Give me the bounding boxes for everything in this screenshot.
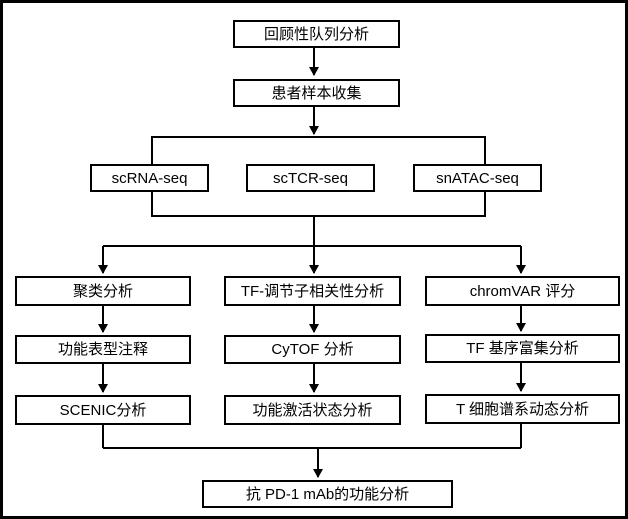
node-t-cell-lineage-dynamics: T 细胞谱系动态分析: [425, 394, 620, 424]
node-functional-phenotype-annotation: 功能表型注释: [15, 335, 191, 364]
node-tf-regulon-correlation: TF-调节子相关性分析: [224, 276, 401, 306]
node-scenic-analysis: SCENIC分析: [15, 395, 191, 425]
node-sctcr-seq: scTCR-seq: [246, 164, 375, 192]
node-snatac-seq: snATAC-seq: [413, 164, 542, 192]
node-scrna-seq: scRNA-seq: [90, 164, 209, 192]
node-clustering: 聚类分析: [15, 276, 191, 306]
node-cytof-analysis: CyTOF 分析: [224, 335, 401, 364]
node-tf-motif-enrichment: TF 基序富集分析: [425, 334, 620, 363]
node-functional-activation-state: 功能激活状态分析: [224, 395, 401, 425]
node-retrospective-cohort: 回顾性队列分析: [233, 20, 400, 48]
node-chromvar-score: chromVAR 评分: [425, 276, 620, 306]
node-anti-pd1-mab-function: 抗 PD-1 mAb的功能分析: [202, 480, 453, 508]
node-sample-collection: 患者样本收集: [233, 79, 400, 107]
